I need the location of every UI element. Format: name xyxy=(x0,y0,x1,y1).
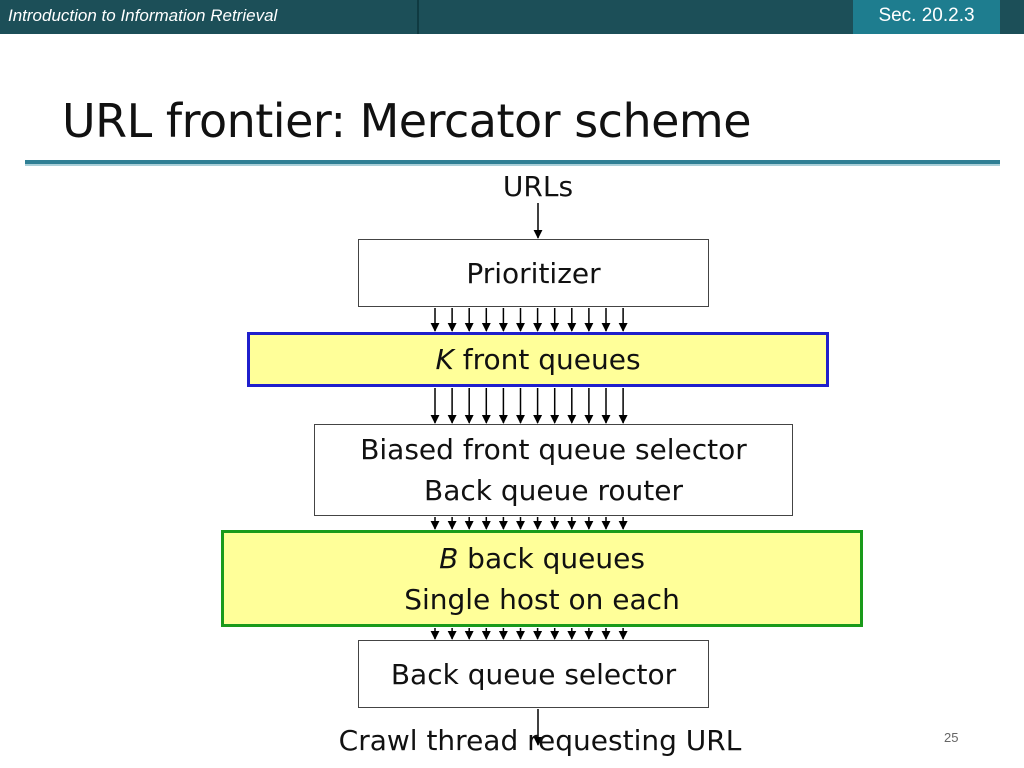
back-queue-selector-label: Back queue selector xyxy=(390,657,677,691)
front-queues-variable: K xyxy=(435,343,454,376)
header-divider xyxy=(417,0,419,34)
front-queues-label: K front queues xyxy=(435,339,640,380)
prioritizer-box: Prioritizer xyxy=(358,239,709,307)
selector-router-box: Biased front queue selector Back queue r… xyxy=(314,424,793,516)
back-queues-box: B back queues Single host on each xyxy=(221,530,863,627)
slide-title: URL frontier: Mercator scheme xyxy=(62,94,752,148)
urls-input-label: URLs xyxy=(502,170,574,203)
back-queues-text: back queues xyxy=(458,541,645,575)
front-queues-box: K front queues xyxy=(247,332,829,387)
router-label: Back queue router xyxy=(424,474,683,507)
selector-label: Biased front queue selector xyxy=(360,433,747,466)
back-queues-variable: B xyxy=(439,541,459,575)
front-queues-text: front queues xyxy=(453,343,641,376)
section-label: Sec. 20.2.3 xyxy=(853,0,1000,34)
back-queue-selector-box: Back queue selector xyxy=(358,640,709,708)
crawl-thread-output-label: Crawl thread requesting URL xyxy=(338,724,742,757)
course-title: Introduction to Information Retrieval xyxy=(8,6,278,25)
header-bar: Introduction to Information Retrieval Se… xyxy=(0,0,1024,34)
prioritizer-label: Prioritizer xyxy=(466,256,601,290)
title-underline xyxy=(25,160,1000,164)
title-underline-shadow xyxy=(25,164,1000,166)
page-number: 25 xyxy=(944,730,959,745)
back-queues-subtitle: Single host on each xyxy=(404,582,680,616)
back-queues-label: B back queues xyxy=(439,538,645,579)
